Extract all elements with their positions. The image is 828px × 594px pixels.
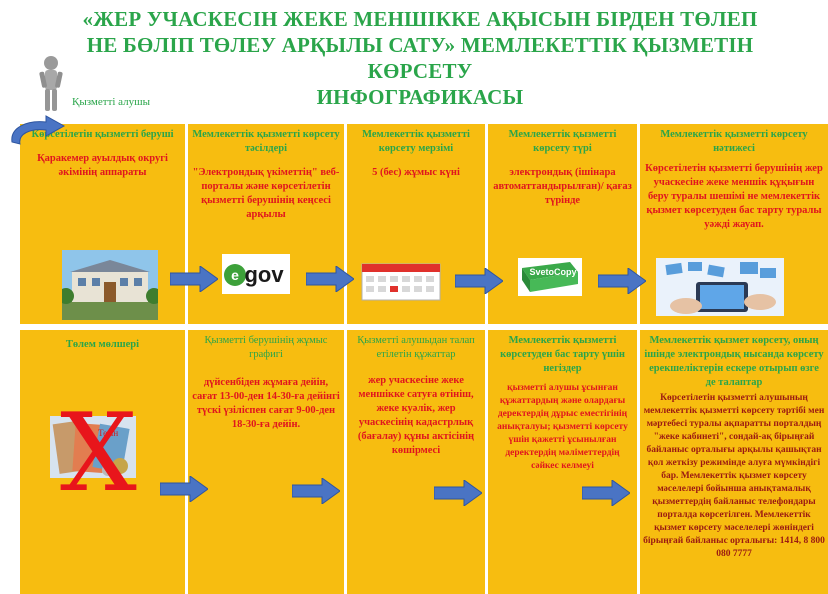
akimat-building-image bbox=[62, 250, 158, 320]
card-refusal-grounds: Мемлекеттік қызметті көрсетуден бас тарт… bbox=[488, 330, 637, 594]
person-figure-icon bbox=[39, 56, 63, 111]
card-body: "Электрондық үкіметтің" веб-порталы және… bbox=[192, 167, 340, 220]
curved-arrow-icon bbox=[11, 115, 66, 145]
paper-pack-image: SvetoCopy bbox=[518, 258, 582, 296]
card-heading: Мемлекеттік қызметті көрсету нәтижесі bbox=[660, 129, 808, 154]
flow-arrow-icon bbox=[582, 480, 630, 506]
flow-arrow-icon bbox=[292, 478, 340, 504]
paper-pack-label: SvetoCopy bbox=[529, 267, 576, 277]
tablet-hands-image bbox=[656, 258, 784, 316]
cancel-mark: X bbox=[60, 391, 137, 516]
card-heading: Көрсетілетін қызметті беруші bbox=[31, 129, 174, 140]
flow-arrow-icon bbox=[170, 266, 218, 292]
card-body: жер учаскесіне жеке меншікке сатуға өтін… bbox=[357, 375, 475, 456]
flow-arrow-icon bbox=[434, 480, 482, 506]
flow-arrow-icon bbox=[598, 268, 646, 294]
card-body: электрондық (ішінара автоматтандырылған)… bbox=[493, 167, 632, 206]
card-body: 5 (бес) жұмыс күні bbox=[372, 167, 460, 178]
card-heading: Мемлекеттік қызмет көрсету, оның ішінде … bbox=[644, 335, 824, 388]
title-line-2: НЕ БӨЛІП ТӨЛЕУ АРҚЫЛЫ САТУ» МЕМЛЕКЕТТІК … bbox=[86, 33, 754, 57]
card-body: Көрсетілетін қызметті алушының мемлекетт… bbox=[643, 393, 825, 559]
card-heading: Қызметті алушыдан талап етілетін құжатта… bbox=[357, 335, 475, 360]
paper-pack-graphic: SvetoCopy bbox=[522, 262, 578, 292]
page-title: «ЖЕР УЧАСКЕСІН ЖЕКЕ МЕНШІККЕ АҚЫСЫН БІРД… bbox=[40, 6, 800, 110]
flow-arrow-icon bbox=[160, 476, 208, 502]
recipient-label: Қызметті алушы bbox=[72, 96, 151, 108]
flow-arrow-icon bbox=[455, 268, 503, 294]
card-service-methods: Мемлекеттік қызметті көрсету тәсілдері "… bbox=[188, 124, 344, 324]
card-heading: Төлем мөлшері bbox=[65, 339, 140, 350]
title-line-1: «ЖЕР УЧАСКЕСІН ЖЕКЕ МЕНШІККЕ АҚЫСЫН БІРД… bbox=[82, 7, 758, 31]
card-heading: Қызметті берушінің жұмыс графигі bbox=[204, 335, 328, 360]
card-heading: Мемлекеттік қызметті көрсету мерзімі bbox=[362, 129, 470, 154]
card-schedule: Қызметті берушінің жұмыс графигі дүйсенб… bbox=[188, 330, 344, 594]
egov-logo-text: gov bbox=[244, 262, 284, 287]
money-image: Тегін bbox=[50, 416, 136, 478]
card-heading: Мемлекеттік қызметті көрсету түрі bbox=[508, 129, 617, 154]
egov-logo: e gov bbox=[222, 254, 290, 294]
card-heading: Мемлекеттік қызметті көрсету тәсілдері bbox=[192, 129, 340, 154]
free-service-text: Тегін bbox=[98, 428, 118, 438]
card-heading: Мемлекеттік қызметті көрсетуден бас тарт… bbox=[500, 335, 625, 374]
flow-arrow-icon bbox=[306, 266, 354, 292]
card-body: қызметті алушы ұсынған құжаттардың және … bbox=[497, 383, 628, 471]
card-other-requirements: Мемлекеттік қызмет көрсету, оның ішінде … bbox=[640, 330, 828, 594]
title-line-3: КӨРСЕТУ bbox=[367, 59, 473, 83]
egov-logo-letter: e bbox=[231, 267, 239, 283]
card-documents: Қызметті алушыдан талап етілетін құжатта… bbox=[347, 330, 485, 594]
title-line-4: ИНФОГРАФИКАСЫ bbox=[316, 85, 524, 109]
card-body: Қаракемер ауылдық округі әкімінің аппара… bbox=[37, 153, 168, 178]
calendar-image bbox=[361, 263, 441, 301]
egov-logo-graphic: e gov bbox=[224, 262, 284, 287]
card-body: дүйсенбіден жұмаға дейін, сағат 13-00-де… bbox=[192, 377, 340, 430]
card-body: Көрсетілетін қызметті берушінің жер учас… bbox=[645, 163, 823, 230]
